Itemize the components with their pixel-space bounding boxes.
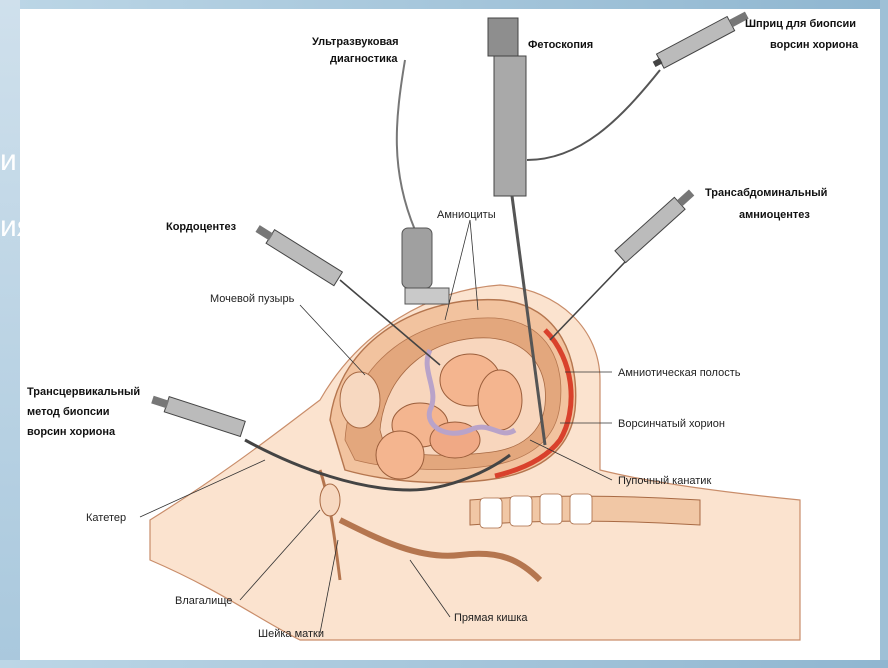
label-amniotic-cavity: Амниотическая полость: [618, 367, 741, 379]
label-transabdominal-2: амниоцентез: [739, 209, 810, 221]
label-chorion-syringe-2: ворсин хориона: [770, 39, 859, 51]
label-amniocytes: Амниоциты: [437, 209, 496, 221]
label-fetoscopy: Фетоскопия: [528, 39, 593, 51]
ultrasound-probe: [397, 60, 449, 304]
label-cordocentesis: Кордоцентез: [166, 221, 237, 233]
label-villous-chorion: Ворсинчатый хорион: [618, 418, 725, 430]
chorion-biopsy-syringe: [650, 8, 750, 71]
label-transabdominal: Трансабдоминальный: [705, 187, 827, 199]
label-ultrasound: Ультразвуковая: [312, 36, 399, 48]
label-catheter: Катетер: [86, 512, 126, 524]
label-ultrasound-2: диагностика: [330, 53, 398, 65]
label-cervix: Шейка матки: [258, 628, 324, 640]
label-chorion-syringe: Шприц для биопсии: [745, 18, 856, 30]
label-umbilical-cord: Пупочный канатик: [618, 475, 711, 487]
label-transcervical: Трансцервикальный: [27, 386, 140, 398]
label-transcervical-2: метод биопсии: [27, 406, 110, 418]
body-section: [150, 285, 800, 640]
label-transcervical-3: ворсин хориона: [27, 426, 116, 438]
label-rectum: Прямая кишка: [454, 612, 528, 624]
label-vagina: Влагалище: [175, 595, 232, 607]
label-bladder: Мочевой пузырь: [210, 293, 295, 305]
transabdominal-syringe: [550, 187, 697, 340]
